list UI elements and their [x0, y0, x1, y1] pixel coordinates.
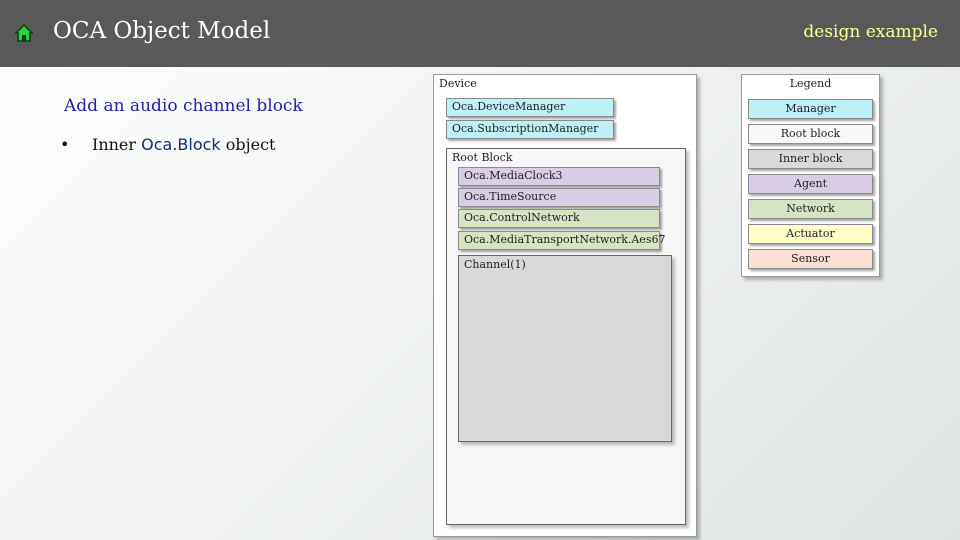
bullet-item: • Inner Oca.Block object [60, 135, 275, 154]
device-panel: Device Oca.DeviceManager Oca.Subscriptio… [433, 74, 697, 537]
home-icon[interactable] [14, 23, 34, 43]
manager-box: Oca.DeviceManager [446, 98, 614, 117]
root-block-label: Root Block [452, 151, 513, 164]
bullet-marker: • [60, 135, 70, 154]
channel-label: Channel(1) [464, 258, 526, 271]
network-box: Oca.ControlNetwork [458, 209, 660, 228]
bullet-code: Oca.Block [141, 135, 221, 154]
legend-panel: Legend Manager Root block Inner block Ag… [741, 74, 880, 277]
bullet-suffix: object [220, 135, 276, 154]
legend-actuator: Actuator [748, 224, 873, 244]
legend-root-block: Root block [748, 124, 873, 144]
agent-box: Oca.MediaClock3 [458, 167, 660, 186]
title-bar: OCA Object Model design example [0, 0, 960, 67]
bullet-prefix: Inner [92, 135, 142, 154]
channel-block: Channel(1) [458, 255, 672, 442]
legend-inner-block: Inner block [748, 149, 873, 169]
section-tag: design example [803, 22, 938, 42]
legend-manager: Manager [748, 99, 873, 119]
slide-heading: Add an audio channel block [64, 96, 303, 116]
device-label: Device [439, 77, 477, 90]
page-title: OCA Object Model [53, 18, 271, 44]
network-box: Oca.MediaTransportNetwork.Aes67 [458, 231, 665, 250]
manager-box: Oca.SubscriptionManager [446, 120, 614, 139]
legend-agent: Agent [748, 174, 873, 194]
legend-network: Network [748, 199, 873, 219]
legend-sensor: Sensor [748, 249, 873, 269]
root-block: Root Block Oca.MediaClock3 Oca.TimeSourc… [446, 148, 686, 525]
legend-title: Legend [789, 77, 832, 90]
agent-box: Oca.TimeSource [458, 188, 660, 207]
